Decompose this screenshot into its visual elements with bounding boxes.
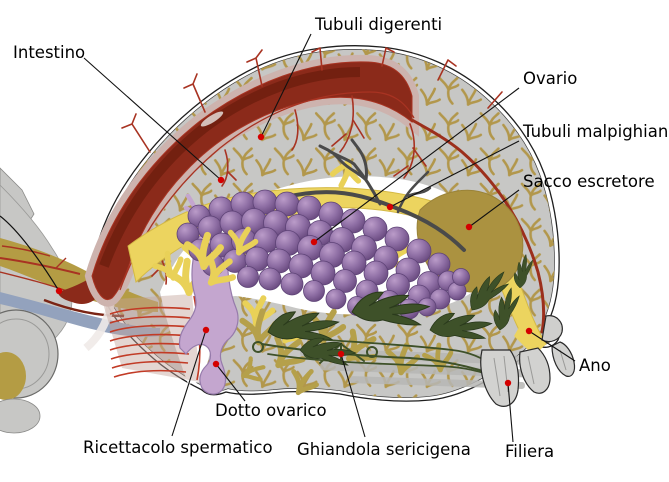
edge-leader-line (0, 215, 60, 292)
dot-dotto-ovarico (212, 360, 220, 368)
dot-ano (525, 327, 533, 335)
label-ovario: Ovario (523, 69, 577, 88)
leader-ghiandola-sericigena (340, 353, 366, 438)
leader-sacco-escretore (468, 189, 520, 228)
dot-ghiandola-sericigena (337, 350, 345, 358)
label-tubuli-digerenti: Tubuli digerenti (314, 15, 442, 34)
leader-dotto-ovarico (215, 363, 246, 402)
label-ghiandola-sericigena: Ghiandola sericigena (297, 440, 471, 459)
leader-ano (528, 330, 576, 362)
dot-edge-leader (55, 287, 63, 295)
olive-gland-blob (0, 352, 26, 400)
dot-filiera (504, 379, 512, 387)
spinneret-cone (519, 347, 551, 394)
dot-tubuli-malpighiani (386, 203, 394, 211)
dot-intestino (217, 176, 225, 184)
leader-intestino (83, 57, 222, 181)
posterior-aorta (410, 118, 546, 334)
leader-ricettacolo-spermatico (171, 329, 207, 437)
label-tubuli-malpighiani: Tubuli malpighiani (522, 122, 669, 141)
anal-tubercle (541, 315, 563, 343)
leader-tubuli-digerenti (260, 33, 312, 138)
leader-ovario (313, 87, 520, 243)
malpighian-tubules (280, 138, 466, 252)
spinneret-cone (480, 349, 520, 407)
dot-tubuli-digerenti (257, 133, 265, 141)
label-sacco-escretore: Sacco escretore (523, 172, 655, 191)
dot-ovario (310, 238, 318, 246)
leader-dots (55, 133, 533, 387)
dot-ricettacolo-spermatico (202, 326, 210, 334)
leader-tubuli-malpighiani (389, 140, 520, 208)
leader-filiera (507, 382, 514, 443)
dot-sacco-escretore (465, 223, 473, 231)
intestine (84, 54, 419, 307)
pedicel-blue-band (0, 292, 160, 337)
label-dotto-ovarico: Dotto ovarico (215, 401, 327, 420)
label-filiera: Filiera (505, 442, 554, 461)
labels: Intestino Tubuli digerenti Ovario Tubuli… (13, 15, 669, 461)
label-ricettacolo-spermatico: Ricettacolo spermatico (83, 438, 273, 457)
arteries (121, 47, 546, 334)
label-intestino: Intestino (13, 43, 85, 62)
label-ano: Ano (579, 356, 611, 375)
leader-lines (83, 33, 576, 443)
